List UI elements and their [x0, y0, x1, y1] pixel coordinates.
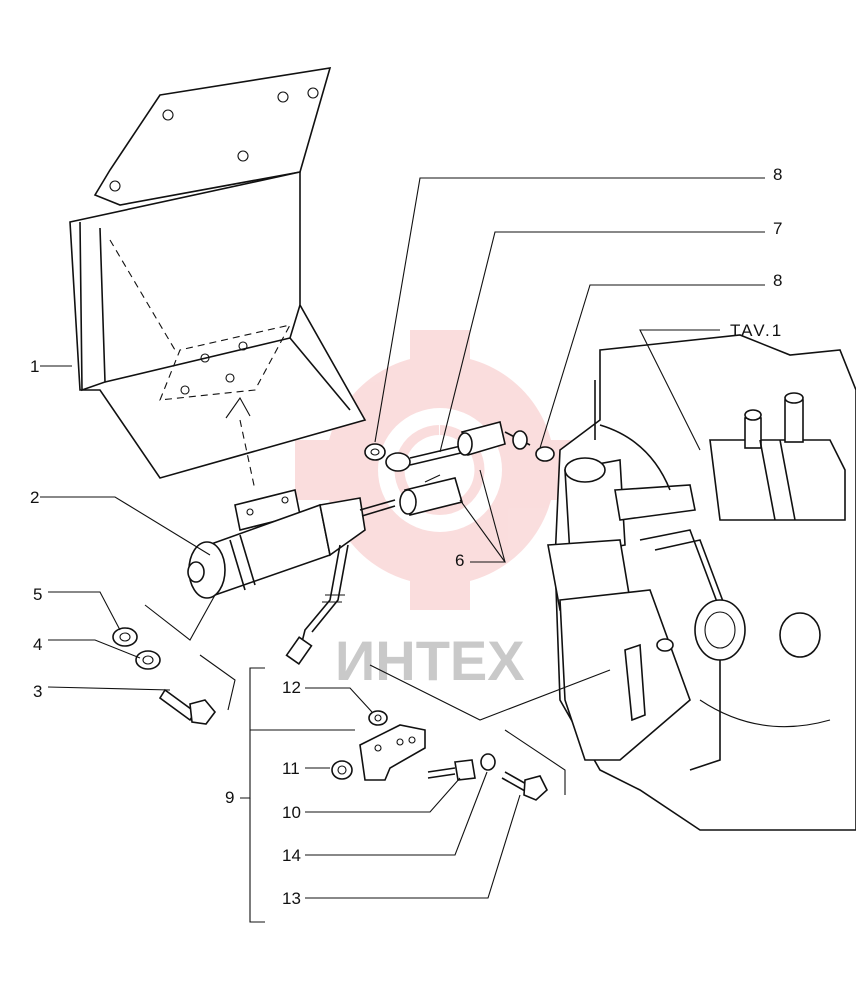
- sleeve-part-6-upper: [457, 421, 506, 457]
- callout-6: 6: [455, 551, 464, 570]
- injection-pump-assembly: [547, 334, 856, 831]
- nut-part-11: [331, 760, 353, 780]
- callout-14: 14: [282, 846, 301, 865]
- watermark-gear-logo: [295, 330, 585, 610]
- callout-10: 10: [282, 803, 301, 822]
- callout-7: 7: [773, 219, 782, 238]
- washer-part-14: [480, 753, 496, 771]
- callout-1: 1: [30, 357, 39, 376]
- callout-2: 2: [30, 488, 39, 507]
- bolt-part-3: [158, 688, 217, 725]
- callout-tav-1: TAV.1: [730, 321, 783, 340]
- callout-labels: 1 2 3 4 5 6 7 8 8 9 10 11 12 13 14 TAV.1: [30, 165, 783, 908]
- bracket-part-1: [69, 67, 367, 491]
- callout-11: 11: [282, 759, 300, 778]
- callout-4: 4: [33, 635, 42, 654]
- linkage-nut-part-8-right: [504, 430, 555, 462]
- callout-12: 12: [282, 678, 301, 697]
- rod-end-part-7: [385, 444, 466, 472]
- callout-3: 3: [33, 682, 42, 701]
- callout-5: 5: [33, 585, 42, 604]
- screw-part-10: [427, 759, 476, 781]
- mount-bracket-part-9: [359, 724, 426, 781]
- callout-8-lower: 8: [773, 271, 782, 290]
- nut-part-5: [112, 627, 138, 647]
- solenoid-part-2: [187, 489, 396, 665]
- callout-8-upper: 8: [773, 165, 782, 184]
- callout-13: 13: [282, 889, 301, 908]
- washer-part-4: [135, 650, 161, 670]
- leader-lines: [40, 177, 765, 923]
- bolt-part-13: [501, 771, 548, 801]
- callout-9: 9: [225, 788, 234, 807]
- nut-part-12: [368, 710, 388, 726]
- linkage-nut-part-8-left: [364, 443, 386, 461]
- watermark-text: ИНТЕХ: [335, 629, 525, 692]
